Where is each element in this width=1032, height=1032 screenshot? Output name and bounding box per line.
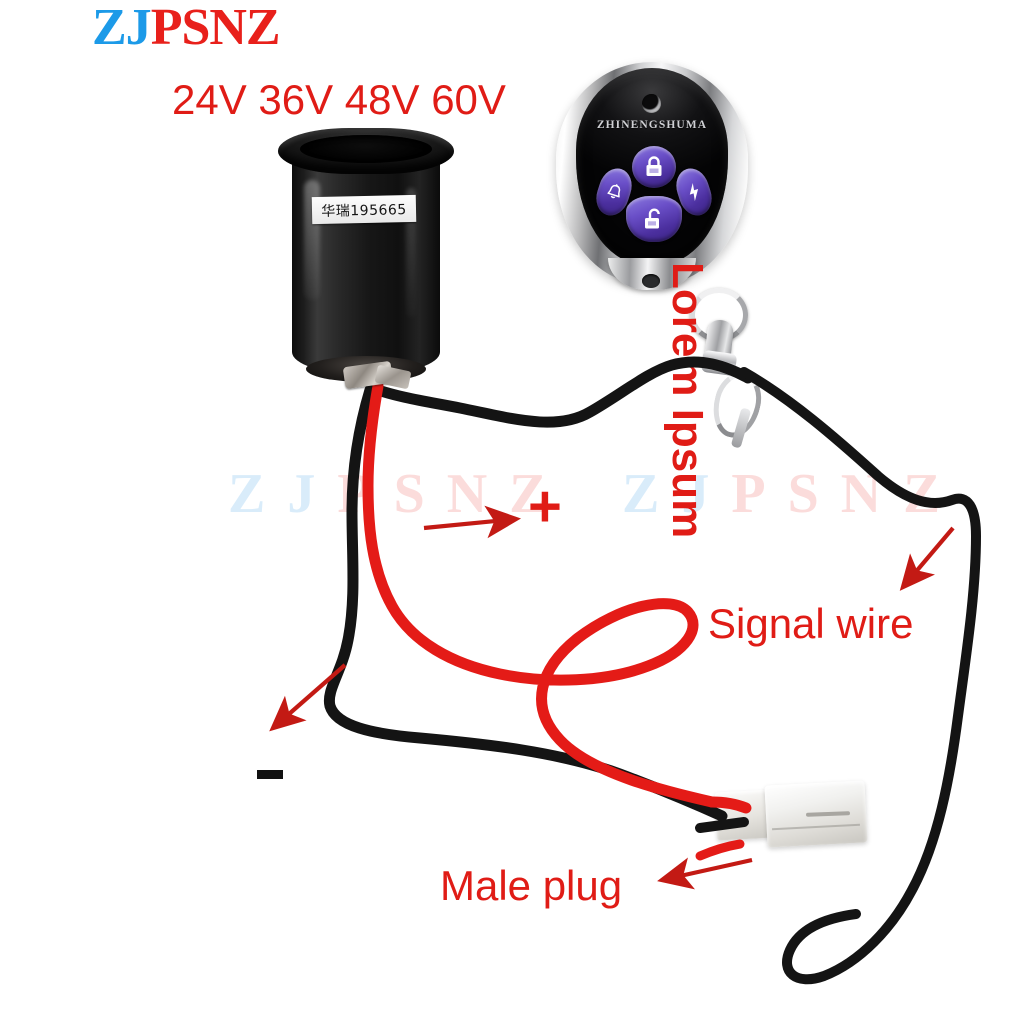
motor-body: [292, 152, 440, 374]
motor-flange: [278, 128, 454, 174]
brand-logo-zj: ZJ: [92, 0, 152, 56]
positive-terminal-label: +: [528, 474, 562, 539]
fob-keyring-hole: [642, 274, 660, 288]
lightning-bolt-icon: [689, 182, 699, 202]
lorem-ipsum-label: Lorem Ipsum: [663, 262, 712, 539]
fob-power-button[interactable]: [671, 164, 717, 220]
motor-label: 华瑞195665: [311, 194, 417, 225]
negative-terminal-label: [257, 770, 283, 779]
arrow-to-negative: [269, 663, 347, 732]
fob-brand-text: ZHINENGSHUMA: [596, 119, 708, 131]
motor-unit: 华瑞195665: [278, 128, 454, 390]
fob-led-indicator-icon: [642, 94, 661, 113]
watermark-text-zj: ZJ: [228, 463, 338, 525]
bell-icon: [606, 184, 620, 199]
motor-label-text: 华瑞195665: [321, 201, 407, 220]
brand-logo-psnz: PSNZ: [150, 0, 281, 56]
padlock-closed-icon: [646, 156, 662, 176]
padlock-open-icon: [645, 208, 660, 229]
remote-key-fob[interactable]: ZHINENGSHUMA: [556, 62, 748, 292]
arrow-to-signal-wire: [899, 526, 955, 591]
fob-button-cluster: [591, 146, 717, 244]
motor-flange-inner: [300, 135, 432, 163]
fob-unlock-button[interactable]: [626, 196, 682, 242]
motor-highlight-secondary: [406, 188, 416, 318]
signal-wire-label: Signal wire: [708, 600, 914, 647]
male-plug-label: Male plug: [440, 862, 623, 909]
fob-lock-button[interactable]: [632, 146, 676, 188]
fob-alarm-button[interactable]: [591, 164, 637, 220]
arrow-to-male-plug: [657, 857, 753, 890]
brand-logo: ZJPSNZ: [92, 0, 281, 56]
watermark-1: ZJPSNZ: [228, 462, 569, 526]
voltage-headline: 24V 36V 48V 60V: [172, 76, 506, 123]
watermark-text-psnz: PSNZ: [731, 463, 963, 525]
plug-exit-red: [695, 839, 745, 861]
positive-wire: [362, 380, 718, 808]
